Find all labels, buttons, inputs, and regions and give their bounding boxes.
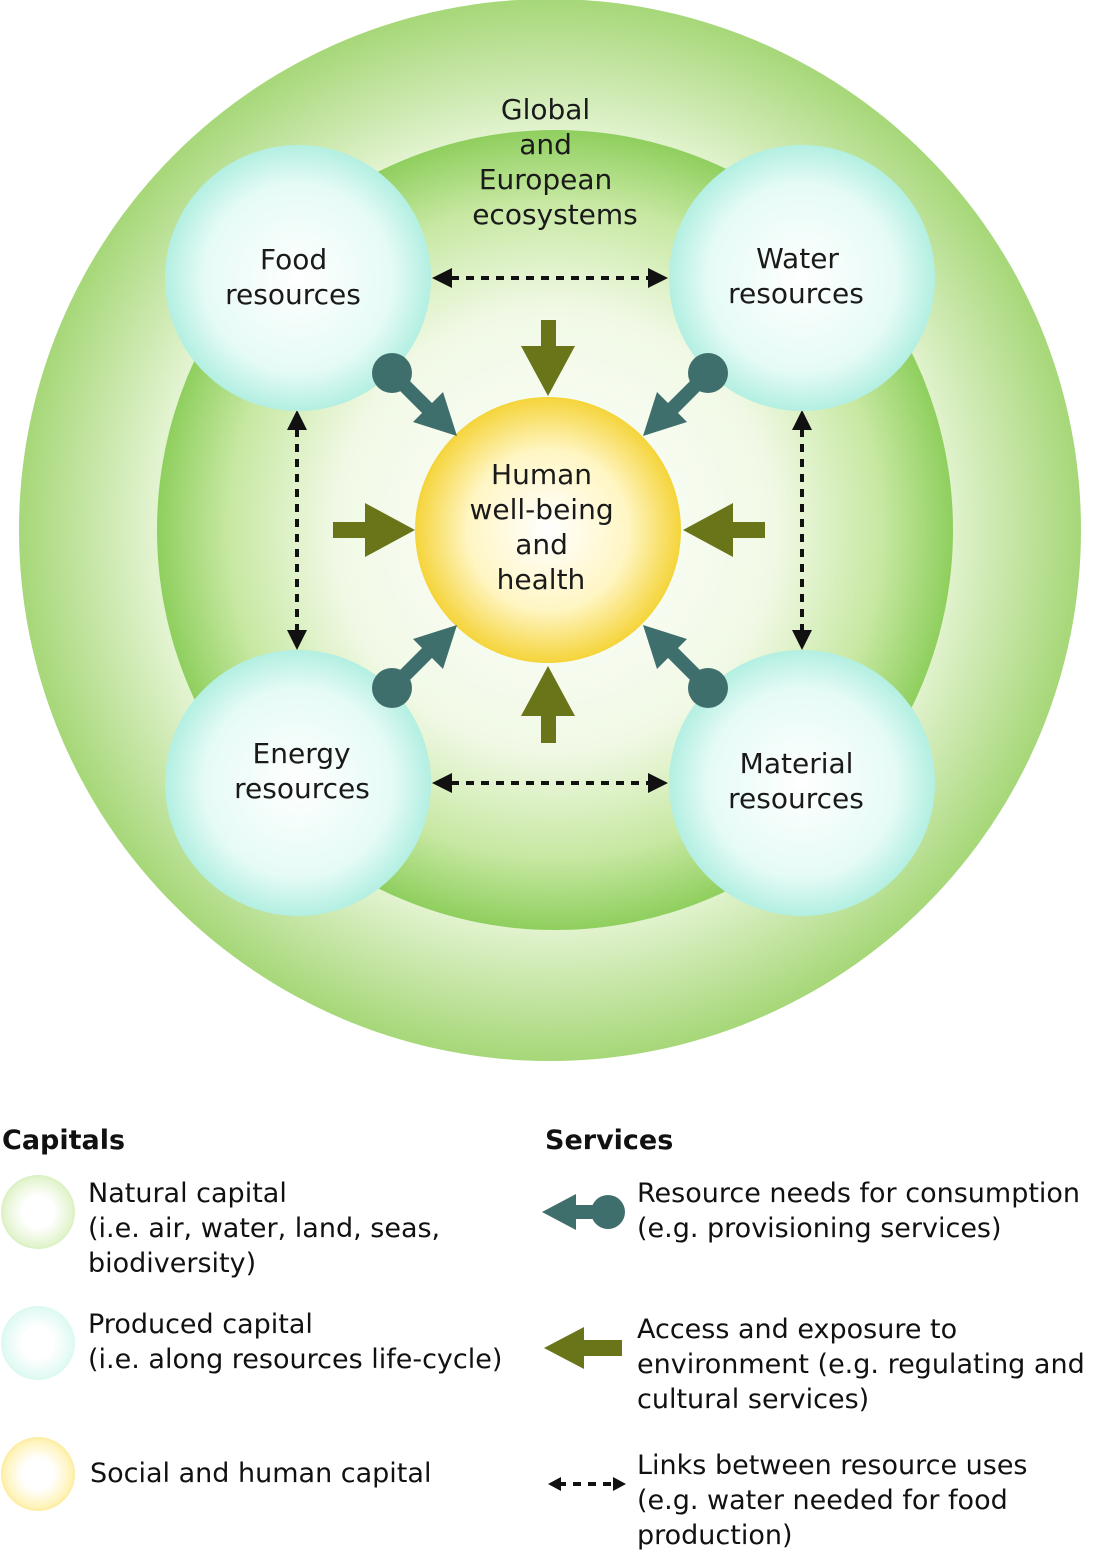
human-wellbeing-label: Human well-being and health <box>470 458 623 596</box>
consumption-arrow-material <box>643 625 728 708</box>
energy-resources-label: Energy resources <box>234 737 370 805</box>
consumption-services-text: Resource needs for consumption (e.g. pro… <box>637 1178 1081 1244</box>
social-capital-swatch <box>1 1437 75 1511</box>
consumption-arrow-energy <box>372 625 457 708</box>
consumption-arrow-food <box>372 353 457 436</box>
access-services-text: Access and exposure to environment (e.g.… <box>637 1314 1085 1415</box>
access-arrow-left <box>333 503 415 557</box>
water-resources-label: Water resources <box>728 242 864 310</box>
food-resources-circle <box>165 145 431 411</box>
material-resources-label: Material resources <box>728 747 864 815</box>
social-capital-text: Social and human capital <box>90 1458 432 1489</box>
access-arrow-bottom <box>521 666 575 743</box>
water-resources-circle <box>669 145 935 411</box>
services-heading: Services <box>545 1125 674 1156</box>
dashed-double-arrow-icon <box>548 1477 626 1491</box>
food-resources-label: Food resources <box>225 243 361 311</box>
legend: Capitals Services Natural capital (i.e. … <box>0 1120 1101 1551</box>
natural-capital-text: Natural capital (i.e. air, water, land, … <box>88 1178 441 1279</box>
access-arrow-right <box>683 503 765 557</box>
energy-resources-circle <box>165 650 431 916</box>
produced-capital-text: Produced capital (i.e. along resources l… <box>88 1309 503 1375</box>
material-resources-circle <box>669 650 935 916</box>
links-services-text: Links between resource uses (e.g. water … <box>637 1450 1028 1551</box>
ball-arrow-icon <box>542 1194 625 1230</box>
access-arrow-top <box>521 320 575 396</box>
natural-capital-swatch <box>1 1175 75 1249</box>
ecosystems-label: Global and European ecosystems <box>472 93 638 231</box>
olive-arrow-icon <box>544 1327 622 1369</box>
consumption-arrow-water <box>643 353 728 436</box>
human-wellbeing-circle <box>415 397 681 663</box>
resource-diagram: Global and European ecosystems Food reso… <box>19 0 1081 1061</box>
produced-capital-swatch <box>1 1306 75 1380</box>
capitals-heading: Capitals <box>2 1125 126 1156</box>
